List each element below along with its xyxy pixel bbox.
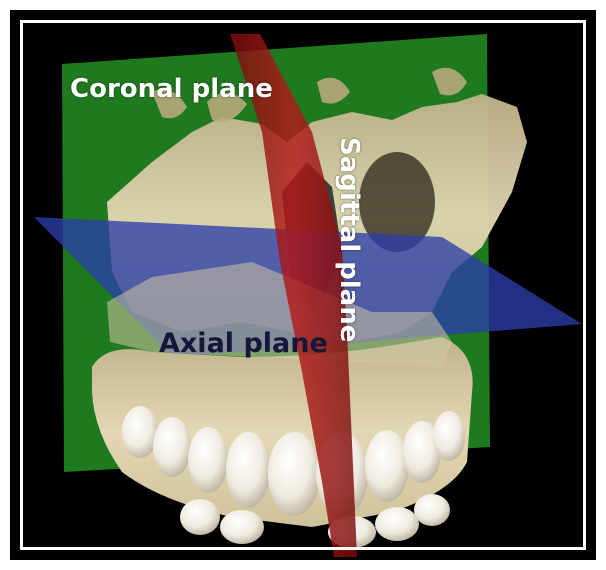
sagittal-plane-label: Sagittal plane xyxy=(336,137,362,342)
coronal-plane-label: Coronal plane xyxy=(70,76,273,102)
skull-3d-render: Coronal plane Sagittal plane Axial plane xyxy=(12,12,598,562)
image-frame: Coronal plane Sagittal plane Axial plane xyxy=(10,10,596,560)
axial-plane-label: Axial plane xyxy=(159,330,328,357)
